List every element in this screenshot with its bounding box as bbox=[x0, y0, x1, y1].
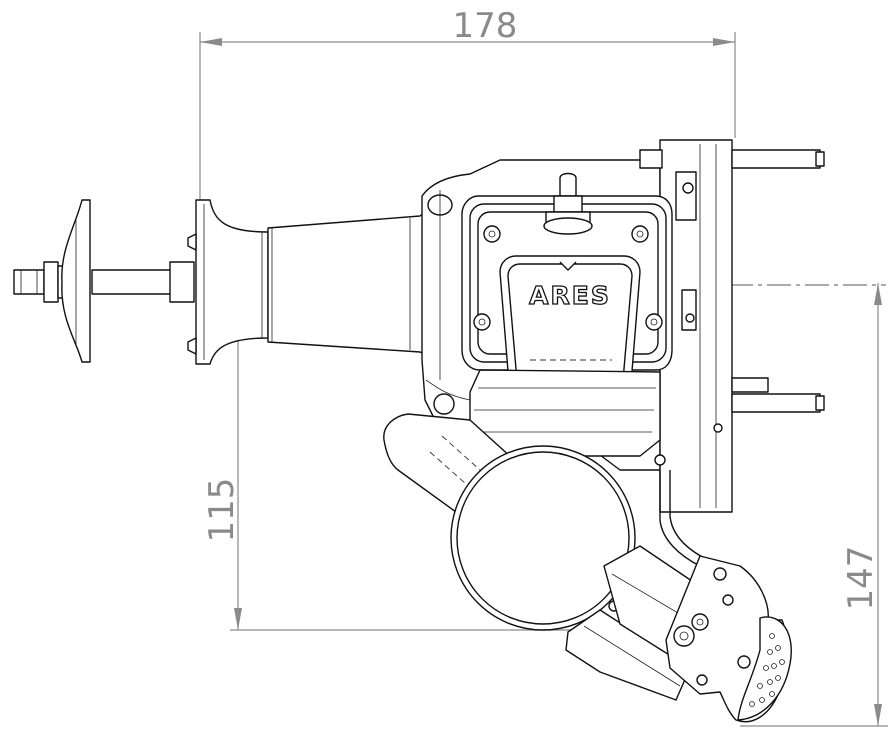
cylinder-barrel bbox=[469, 369, 661, 457]
dimension-label-right-height: 147 bbox=[841, 546, 881, 611]
propeller-washer bbox=[61, 199, 91, 363]
dimension-label-width: 178 bbox=[453, 6, 518, 46]
propeller-shaft bbox=[13, 261, 195, 303]
dimension-right-height: 147 bbox=[740, 283, 888, 727]
dimension-label-left-height: 115 bbox=[202, 478, 242, 543]
muffler bbox=[450, 445, 636, 631]
mount-bolts bbox=[639, 149, 825, 413]
spark-plug bbox=[543, 172, 593, 235]
ares-logo: ARES bbox=[529, 281, 611, 310]
crankcase-nose bbox=[267, 199, 441, 363]
prop-drive-hub bbox=[187, 199, 269, 365]
dimension-overall-width: 178 bbox=[199, 6, 736, 200]
air-intake-grille bbox=[737, 616, 792, 721]
